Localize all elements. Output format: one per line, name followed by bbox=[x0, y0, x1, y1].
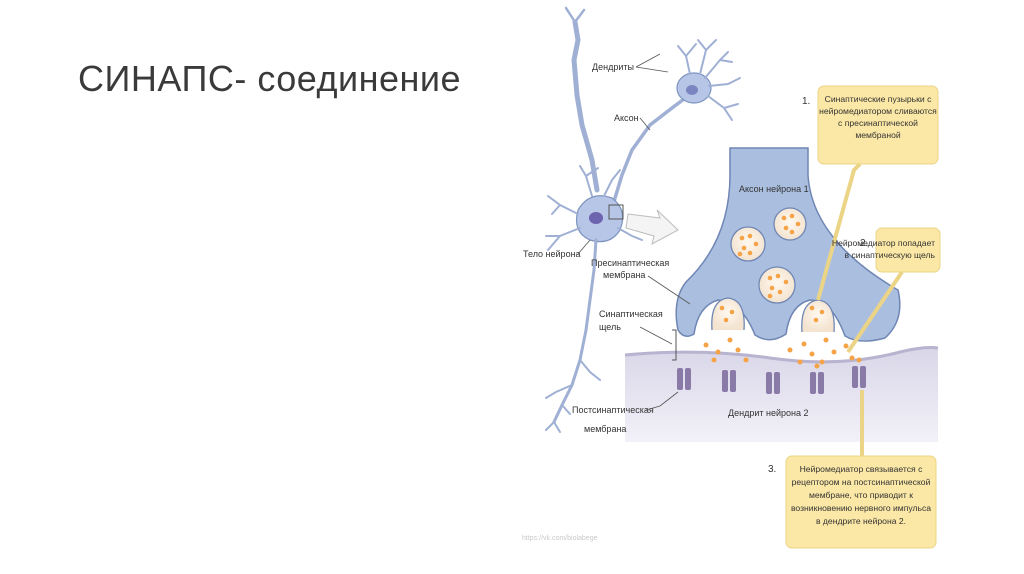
step-1-number: 1. bbox=[802, 96, 810, 107]
label-cleft-1: Синаптическая bbox=[599, 309, 663, 319]
label-axon-neuron1: Аксон нейрона 1 bbox=[739, 184, 809, 194]
label-dendrites: Дендриты bbox=[592, 62, 634, 72]
source-watermark: https://vk.com/biolabege bbox=[522, 535, 598, 542]
step-3-line-2: рецептором на постсинаптической bbox=[792, 477, 931, 487]
step-1-line-1: Синаптические пузырьки с bbox=[825, 94, 932, 104]
label-cleft-2: щель bbox=[599, 322, 621, 332]
label-axon: Аксон bbox=[614, 113, 639, 123]
postsynaptic-dendrite bbox=[625, 348, 938, 443]
vesicle bbox=[759, 267, 795, 303]
step-1-line-2: нейромедиатором сливаются bbox=[819, 106, 937, 116]
upper-neuron-body bbox=[677, 40, 740, 120]
step-2-line-1: Нейромедиатор попадает bbox=[832, 238, 935, 248]
leader-cleft bbox=[640, 327, 672, 344]
label-postsynaptic-1: Постсинаптическая bbox=[572, 405, 654, 415]
leader-axon bbox=[640, 118, 650, 130]
vesicle bbox=[731, 227, 765, 261]
step-3-line-3: мембране, что приводит к bbox=[809, 490, 913, 500]
step-3-number: 3. bbox=[768, 464, 776, 475]
step-3-line-1: Нейромедиатор связывается с bbox=[800, 464, 923, 474]
step-3-line-4: возникновению нервного импульса bbox=[791, 503, 931, 513]
vesicle bbox=[774, 208, 806, 240]
step-3-line-5: в дендрите нейрона 2. bbox=[816, 516, 906, 526]
step-1-line-3: с пресинаптической bbox=[838, 118, 918, 128]
leader-neuron-body bbox=[578, 240, 590, 254]
label-postsynaptic-2: мембрана bbox=[584, 424, 626, 434]
step-1-line-4: мембраной bbox=[855, 130, 901, 140]
label-presynaptic-1: Пресинаптическая bbox=[591, 258, 669, 268]
label-neuron-body: Тело нейрона bbox=[523, 249, 581, 259]
zoom-arrow bbox=[626, 210, 678, 244]
label-presynaptic-2: мембрана bbox=[603, 270, 645, 280]
label-dendrite-neuron2: Дендрит нейрона 2 bbox=[728, 408, 808, 418]
step-2-line-2: в синаптическую щель bbox=[845, 250, 936, 260]
top-dendrite bbox=[574, 22, 597, 190]
axon-down bbox=[554, 240, 596, 422]
leader-dendrites bbox=[636, 54, 668, 72]
